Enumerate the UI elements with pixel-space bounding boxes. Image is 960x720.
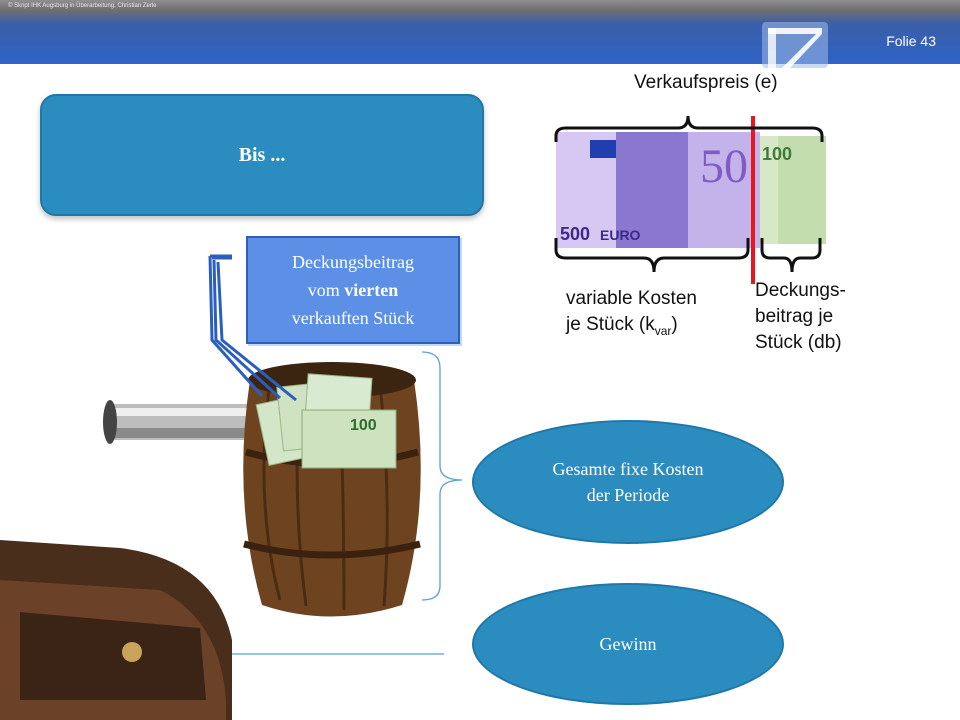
variable-kosten-label: variable Kosten je Stück (kvar) [566,288,697,338]
deckungsbeitrag-line2: vom vierten [307,280,399,300]
deckungsbeitrag-je-stueck-label: Deckungs- beitrag je Stück (db) [755,280,846,353]
fixkosten-ellipse: Gesamte fixe Kosten der Periode [472,420,784,544]
banknote-euro-text: EURO [600,227,641,243]
connector-lines [208,254,297,402]
verkaufspreis-label: Verkaufspreis (e) [634,72,778,93]
header-bar: © Skript IHK Augsburg in Überarbeitung, … [0,0,960,68]
range-bracket [232,351,463,655]
fixkosten-line2: der Periode [586,485,670,505]
svg-text:100: 100 [762,144,792,164]
pipe-graphic [103,400,260,444]
banknote-value-100: 100 [350,417,377,434]
fixkosten-line1: Gesamte fixe Kosten [552,459,704,479]
deckungsbeitrag-box: Deckungsbeitrag vom vierten verkauften S… [246,236,460,344]
bis-text: Bis ... [238,143,286,166]
banknote-500-graphic: 500 EURO 50 [556,132,760,248]
banknote-value-500: 500 [560,224,590,244]
gewinn-ellipse: Gewinn [472,583,784,705]
slide-number: Folie 43 [886,33,936,49]
curly-brackets [554,115,824,273]
wallet-graphic [0,540,232,720]
svg-text:50: 50 [700,140,748,193]
deckungsbeitrag-line3: verkauften Stück [291,308,415,328]
bis-box: Bis ... [40,94,484,216]
company-logo-icon [762,22,828,68]
copyright-text: © Skript IHK Augsburg in Überarbeitung, … [8,3,157,9]
banknote-100-graphic: 100 [760,136,826,244]
deckungsbeitrag-line1: Deckungsbeitrag [292,252,414,272]
gewinn-text: Gewinn [599,634,657,654]
